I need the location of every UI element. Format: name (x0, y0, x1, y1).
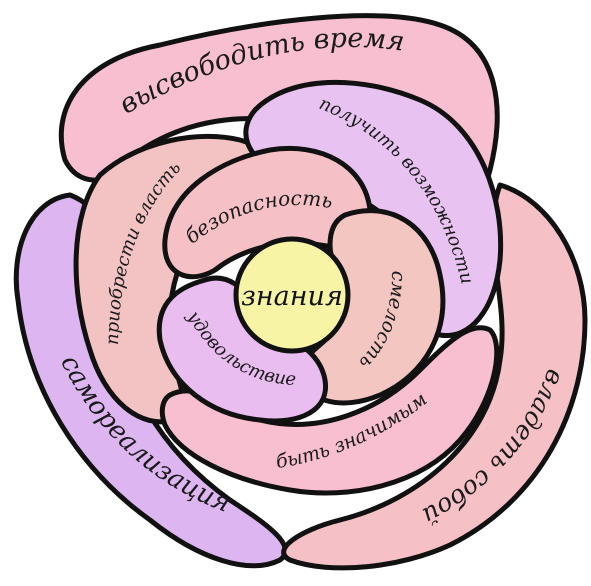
outer-petal-right (281, 182, 588, 571)
center-label: знания (241, 281, 343, 312)
center-circle (233, 236, 351, 354)
middle-petal-bottom (159, 325, 500, 496)
